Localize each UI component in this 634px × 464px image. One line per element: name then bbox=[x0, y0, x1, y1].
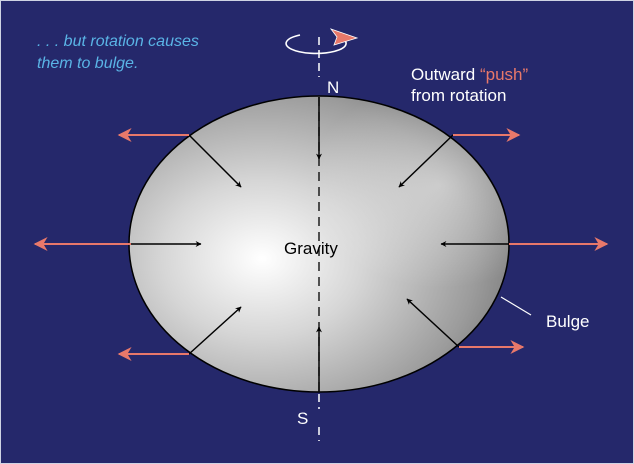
north-label: N bbox=[327, 78, 339, 97]
outward-push-label-line-2: from rotation bbox=[411, 86, 506, 105]
outward-push-label: Outward “push” bbox=[411, 65, 529, 84]
caption-line-1: . . . but rotation causes bbox=[37, 33, 199, 50]
south-label: S bbox=[297, 409, 308, 428]
gravity-label: Gravity bbox=[284, 239, 338, 258]
outward-push-word: “push” bbox=[480, 65, 529, 84]
outward-push-prefix: Outward bbox=[411, 65, 480, 84]
bulge-label: Bulge bbox=[546, 312, 589, 331]
caption-line-2: them to bulge. bbox=[37, 55, 138, 72]
